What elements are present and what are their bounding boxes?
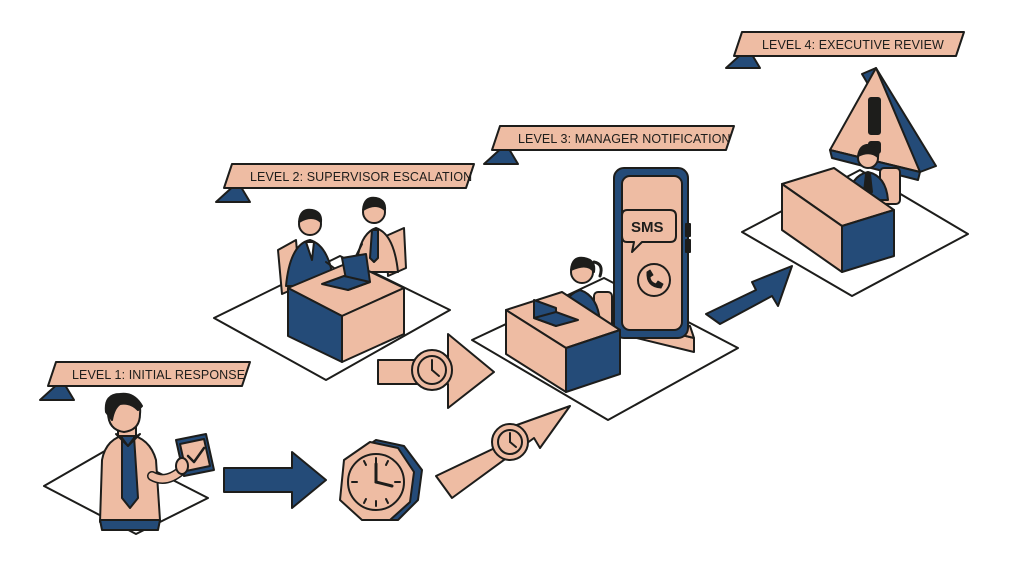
arrow-right-icon [377, 333, 495, 409]
sms-bubble-icon: SMS [621, 209, 677, 253]
phone-call-icon [637, 263, 671, 297]
sms-label: SMS [631, 219, 664, 236]
level-3-banner: LEVEL 3: MANAGER NOTIFICATION [483, 125, 735, 165]
executive-desk [781, 167, 895, 273]
level-4-group: LEVEL 4: EXECUTIVE REVIEW [725, 31, 969, 297]
clock-icon [339, 439, 423, 521]
level-4-banner: LEVEL 4: EXECUTIVE REVIEW [725, 31, 965, 69]
laptop-icon [321, 253, 371, 291]
level-2-group: LEVEL 2: SUPERVISOR ESCALATION [213, 163, 475, 381]
level-1-banner: LEVEL 1: INITIAL RESPONSE [39, 361, 251, 401]
level-3-label: LEVEL 3: MANAGER NOTIFICATION [518, 132, 731, 146]
arrow-right-icon [435, 405, 571, 499]
level-2-banner: LEVEL 2: SUPERVISOR ESCALATION [215, 163, 475, 203]
level-3-group: SMS [471, 125, 739, 421]
clock-icon [411, 349, 453, 391]
level-2-label: LEVEL 2: SUPERVISOR ESCALATION [250, 170, 472, 184]
phone-device: SMS [611, 167, 695, 353]
arrow-right-icon [705, 265, 793, 325]
level-1-group: LEVEL 1: INITIAL RESPONSE [39, 361, 251, 535]
level-1-label: LEVEL 1: INITIAL RESPONSE [72, 368, 245, 382]
level-4-label: LEVEL 4: EXECUTIVE REVIEW [762, 38, 944, 52]
clock-icon [491, 423, 529, 461]
executive-person [839, 143, 901, 205]
laptop-icon [533, 299, 579, 327]
arrow-right-icon [223, 451, 327, 509]
tablet-check-icon [175, 433, 215, 477]
warning-triangle-icon [829, 67, 937, 181]
